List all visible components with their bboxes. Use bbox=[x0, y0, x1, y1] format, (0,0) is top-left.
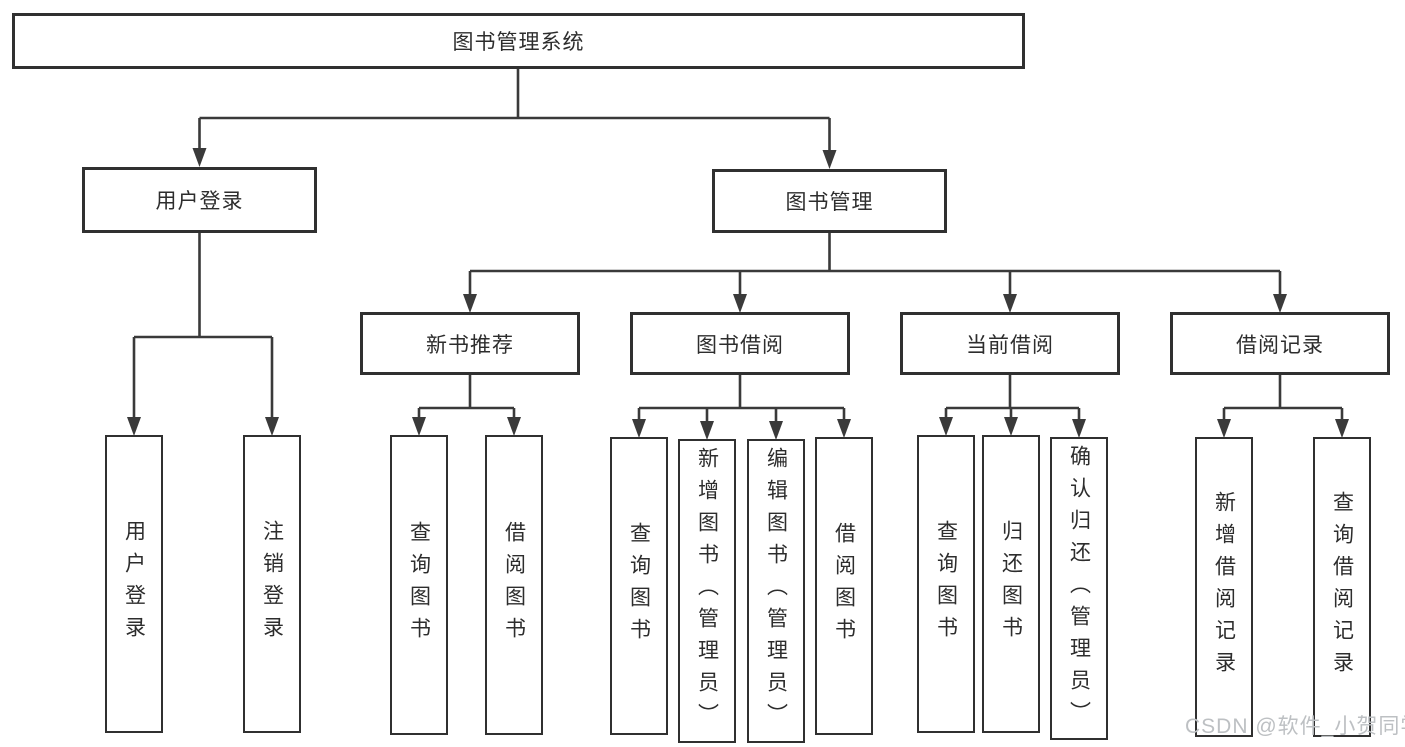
leaf-query-books-borrowing: 查询图书 bbox=[610, 437, 668, 735]
leaf-user-login-label: 用户登录 bbox=[122, 520, 146, 648]
node-current-borrowing: 当前借阅 bbox=[900, 312, 1120, 375]
node-user-login-label: 用户登录 bbox=[155, 190, 244, 213]
node-user-login: 用户登录 bbox=[82, 167, 317, 233]
leaf-user-login: 用户登录 bbox=[105, 435, 163, 733]
leaf-query-books-current: 查询图书 bbox=[917, 435, 975, 733]
leaf-return-books: 归还图书 bbox=[982, 435, 1040, 733]
leaf-logout-label: 注销登录 bbox=[260, 520, 284, 648]
leaf-return-books-label: 归还图书 bbox=[999, 520, 1023, 648]
leaf-logout: 注销登录 bbox=[243, 435, 301, 733]
leaf-confirm-return-admin: 确认归还（管理员） bbox=[1050, 437, 1108, 740]
node-borrowing-records: 借阅记录 bbox=[1170, 312, 1390, 375]
node-new-book-recommend-label: 新书推荐 bbox=[426, 333, 514, 357]
node-book-management: 图书管理 bbox=[712, 169, 947, 233]
node-root-system: 图书管理系统 bbox=[12, 13, 1025, 69]
leaf-query-books-borrowing-label: 查询图书 bbox=[627, 522, 651, 650]
leaf-confirm-return-admin-label: 确认归还（管理员） bbox=[1067, 444, 1091, 733]
csdn-watermark: CSDN @软件_小贺同学 bbox=[1185, 715, 1405, 738]
leaf-add-borrow-record: 新增借阅记录 bbox=[1195, 437, 1253, 737]
leaf-borrow-books-borrowing-label: 借阅图书 bbox=[832, 522, 856, 650]
leaf-edit-book-admin: 编辑图书（管理员） bbox=[747, 439, 805, 743]
leaf-borrow-books-recommend: 借阅图书 bbox=[485, 435, 543, 735]
tree-edges bbox=[132, 69, 1344, 424]
node-new-book-recommend: 新书推荐 bbox=[360, 312, 580, 375]
leaf-add-book-admin: 新增图书（管理员） bbox=[678, 439, 736, 743]
leaf-add-book-admin-label: 新增图书（管理员） bbox=[695, 447, 719, 735]
arrow-down-icons bbox=[127, 148, 1349, 440]
leaf-query-borrow-record-label: 查询借阅记录 bbox=[1330, 491, 1354, 683]
leaf-query-books-current-label: 查询图书 bbox=[934, 520, 958, 648]
leaf-add-borrow-record-label: 新增借阅记录 bbox=[1212, 491, 1236, 683]
leaf-query-books-recommend-label: 查询图书 bbox=[407, 521, 431, 649]
node-book-borrowing-label: 图书借阅 bbox=[696, 333, 784, 357]
leaf-edit-book-admin-label: 编辑图书（管理员） bbox=[764, 447, 788, 735]
leaf-borrow-books-recommend-label: 借阅图书 bbox=[502, 521, 526, 649]
node-root-label: 图书管理系统 bbox=[452, 31, 585, 54]
leaf-query-books-recommend: 查询图书 bbox=[390, 435, 448, 735]
node-borrowing-records-label: 借阅记录 bbox=[1236, 333, 1324, 357]
node-current-borrowing-label: 当前借阅 bbox=[966, 333, 1054, 357]
leaf-query-borrow-record: 查询借阅记录 bbox=[1313, 437, 1371, 737]
leaf-borrow-books-borrowing: 借阅图书 bbox=[815, 437, 873, 735]
node-book-management-label: 图书管理 bbox=[785, 191, 874, 214]
node-book-borrowing: 图书借阅 bbox=[630, 312, 850, 375]
